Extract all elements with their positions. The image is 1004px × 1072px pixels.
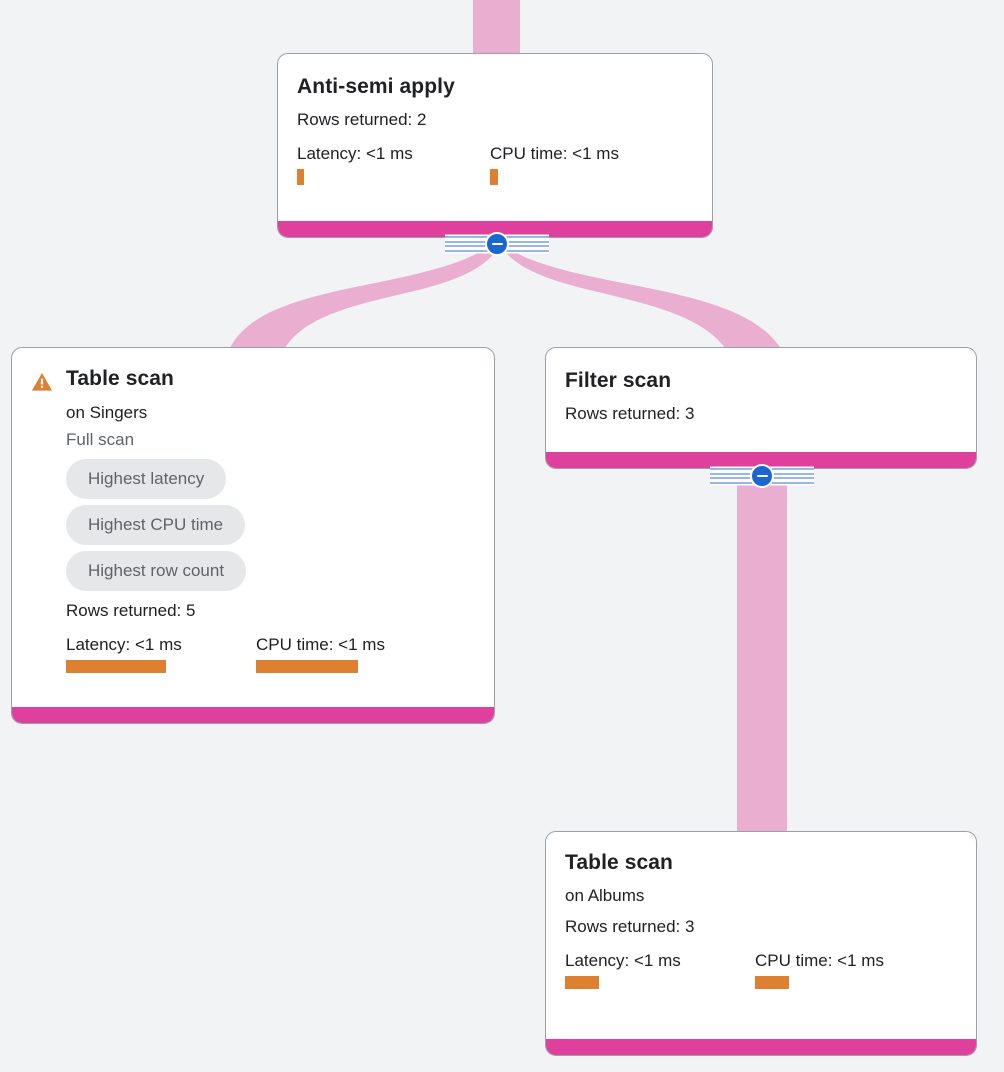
metric-latency: Latency: <1 ms	[565, 951, 755, 989]
scan-target: on Singers	[66, 403, 148, 422]
chip-list: Highest latency Highest CPU time Highest…	[66, 459, 475, 591]
metric-cpu-time: CPU time: <1 ms	[256, 635, 385, 673]
node-header: Table scan	[31, 366, 475, 393]
node-accent-bar	[546, 1039, 976, 1055]
node-accent-bar	[546, 452, 976, 468]
node-body: Table scan on Singers Full scan Highest …	[12, 348, 494, 707]
node-body: Table scan on Albums Rows returned: 3 La…	[546, 832, 976, 1039]
metric-cpu-time: CPU time: <1 ms	[755, 951, 884, 989]
scan-type: Full scan	[66, 430, 135, 449]
scan-target: on Albums	[565, 886, 645, 905]
node-title: Table scan	[66, 367, 174, 390]
rows-returned: Rows returned: 3	[565, 404, 695, 423]
node-table-scan-singers[interactable]: Table scan on Singers Full scan Highest …	[11, 347, 495, 724]
node-accent-bar	[12, 707, 494, 723]
rows-returned: Rows returned: 3	[565, 917, 695, 936]
minus-circle-icon[interactable]	[485, 232, 509, 256]
node-header: Filter scan	[565, 368, 957, 394]
collapse-toggle-anti-semi-apply[interactable]	[445, 231, 549, 257]
edge-filter-scan-to-table-scan-albums	[737, 469, 787, 839]
metric-cpu-time-label: CPU time: <1 ms	[490, 144, 619, 163]
metric-cpu-time-bar	[256, 660, 358, 673]
node-accent-bar	[278, 221, 712, 237]
edge-incoming-root	[473, 0, 520, 58]
node-title: Anti-semi apply	[297, 75, 455, 98]
node-body: Anti-semi apply Rows returned: 2 Latency…	[278, 54, 712, 221]
node-anti-semi-apply[interactable]: Anti-semi apply Rows returned: 2 Latency…	[277, 53, 713, 238]
metric-latency-label: Latency: <1 ms	[66, 635, 182, 654]
metrics: Latency: <1 ms CPU time: <1 ms	[297, 144, 693, 185]
metric-latency-bar	[297, 169, 304, 185]
node-filter-scan[interactable]: Filter scan Rows returned: 3	[545, 347, 977, 469]
metric-cpu-time-bar	[755, 976, 789, 989]
metric-cpu-time-label: CPU time: <1 ms	[256, 635, 385, 654]
metric-cpu-time: CPU time: <1 ms	[490, 144, 619, 185]
node-header: Anti-semi apply	[297, 74, 693, 100]
metric-latency-label: Latency: <1 ms	[565, 951, 681, 970]
chip-highest-cpu-time: Highest CPU time	[66, 505, 246, 545]
edge-anti-semi-to-filter-scan	[497, 241, 783, 352]
metric-latency-bar	[66, 660, 166, 673]
metric-cpu-time-label: CPU time: <1 ms	[755, 951, 884, 970]
metric-latency: Latency: <1 ms	[297, 144, 490, 185]
warning-triangle-icon	[31, 373, 53, 391]
node-body: Filter scan Rows returned: 3	[546, 348, 976, 452]
rows-returned: Rows returned: 5	[66, 601, 196, 620]
collapse-toggle-filter-scan[interactable]	[710, 463, 814, 489]
edge-anti-semi-to-table-scan-singers	[228, 241, 501, 352]
metric-latency-label: Latency: <1 ms	[297, 144, 413, 163]
metrics: Latency: <1 ms CPU time: <1 ms	[66, 635, 475, 673]
metric-latency-bar	[565, 976, 599, 989]
node-title: Filter scan	[565, 369, 672, 392]
chip-highest-row-count: Highest row count	[66, 551, 247, 591]
minus-circle-icon[interactable]	[750, 464, 774, 488]
metrics: Latency: <1 ms CPU time: <1 ms	[565, 951, 957, 989]
node-header: Table scan	[565, 850, 957, 876]
metric-latency: Latency: <1 ms	[66, 635, 256, 673]
metric-cpu-time-bar	[490, 169, 498, 185]
node-details: on Singers Full scan Highest latency Hig…	[31, 399, 475, 673]
chip-highest-latency: Highest latency	[66, 459, 227, 499]
rows-returned: Rows returned: 2	[297, 110, 427, 129]
node-table-scan-albums[interactable]: Table scan on Albums Rows returned: 3 La…	[545, 831, 977, 1056]
node-title: Table scan	[565, 851, 673, 874]
